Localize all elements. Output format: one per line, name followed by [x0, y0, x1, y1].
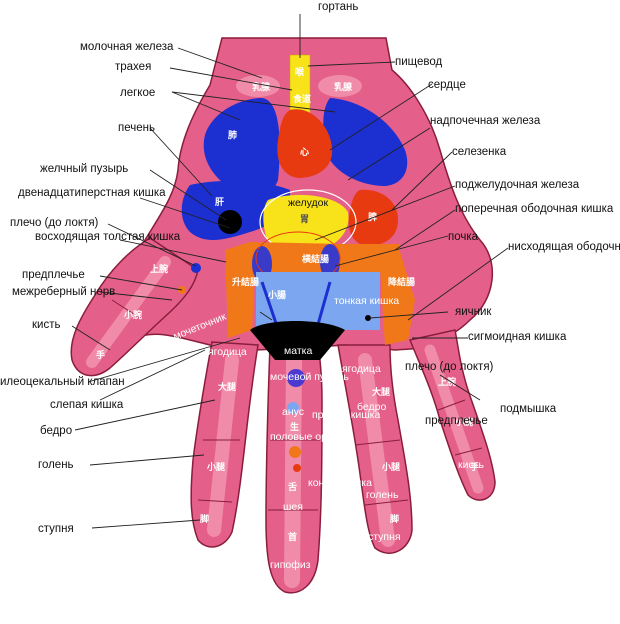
cjk-thumb-b: 小腕 — [123, 309, 142, 321]
label-foot-left: ступня — [38, 523, 74, 535]
label-buttock-left: ягодица — [208, 346, 247, 358]
label-larynx: гортань — [318, 1, 358, 13]
cjk-stomach: 胃 — [300, 214, 309, 225]
cjk-descending: 降結腸 — [388, 276, 415, 288]
cjk-heart: 心 — [300, 147, 309, 158]
label-ascending-colon: восходящая толстая кишка — [35, 231, 181, 243]
label-lung: легкое — [120, 87, 155, 99]
cjk-finger4-b: 小腿 — [381, 461, 401, 473]
label-cecum: слепая кишка — [50, 399, 124, 411]
cjk-thumb-c: 手 — [96, 349, 105, 361]
stomach-shape — [263, 194, 349, 256]
label-tongue-tip: кончик языка — [308, 477, 372, 489]
cjk-throat: 喉 — [295, 66, 305, 78]
cjk-finger3-a: 生 — [290, 421, 299, 433]
cjk-transverse: 横結腸 — [302, 253, 329, 265]
cjk-ascending: 升結腸 — [232, 276, 259, 288]
label-neck: шея — [283, 501, 303, 513]
uterus-shape — [250, 321, 345, 360]
tongue-shape — [293, 464, 301, 472]
label-duodenum: двенадцатиперстная кишка — [18, 187, 166, 199]
label-small-intestine: тонкая кишка — [334, 295, 399, 307]
label-shin-left: голень — [38, 459, 74, 471]
label-foot-right: ступня — [368, 531, 401, 543]
label-pituitary: гипофиз — [270, 559, 311, 571]
mammary-left-shape — [236, 75, 280, 97]
cjk-finger5-b: 小腕 — [454, 416, 473, 428]
label-armpit: подмышка — [500, 403, 557, 415]
label-hand-right: кисть — [458, 459, 485, 471]
middle-finger-stripe — [284, 352, 302, 588]
cjk-finger1-b: 小腿 — [206, 461, 226, 473]
lung-left-shape — [203, 98, 280, 196]
label-genitals: половые органы — [270, 431, 350, 443]
label-rectum: прямая кишка — [312, 409, 380, 421]
label-anus: анус — [282, 406, 304, 418]
label-thigh-right: бедро — [357, 401, 386, 413]
label-shoulder-left: плечо (до локтя) — [10, 217, 99, 229]
lung-right-shape — [323, 98, 408, 186]
mammary-right-shape — [318, 75, 362, 97]
cjk-lung: 肺 — [228, 129, 237, 141]
label-transverse-colon: поперечная ободочная кишка — [455, 203, 614, 215]
cjk-finger5-c: 手 — [470, 461, 479, 473]
heart-shape — [277, 109, 333, 178]
label-liver: печень — [118, 122, 155, 134]
label-pancreas: поджелудочная железа — [455, 179, 580, 191]
label-wrist: кисть — [32, 319, 60, 331]
label-intercostal: межреберный нерв — [12, 286, 115, 298]
cjk-mammary-left: 乳腺 — [252, 81, 271, 93]
cjk-finger1-a: 大腿 — [218, 381, 237, 393]
labels: гортань молочная железа пищевод трахея с… — [0, 1, 620, 571]
label-gallbladder: желчный пузырь — [40, 163, 128, 175]
label-sigmoid: сигмоидная кишка — [468, 331, 567, 343]
cjk-finger4-a: 大腿 — [372, 386, 391, 398]
label-thigh-left: бедро — [40, 425, 72, 437]
knuckle-marks — [111, 299, 483, 511]
index-finger-stripe — [207, 353, 239, 537]
label-descending-colon: нисходящая ободочная кишка — [508, 241, 620, 253]
label-bladder: мочевой пузырь — [270, 371, 349, 383]
ring-finger-stripe — [358, 353, 395, 547]
label-trachea: трахея — [115, 61, 151, 73]
cjk-spleen: 脾 — [367, 211, 377, 223]
cjk-finger3-c: 首 — [288, 531, 297, 543]
label-shin-right: голень — [366, 489, 399, 501]
ovary-marker — [365, 315, 371, 321]
label-shoulder-right: плечо (до локтя) — [405, 361, 494, 373]
cjk-marks: 乳腺 乳腺 喉 食道 肺 心 肝 脾 胃 横結腸 升結腸 降結腸 小腸 上腕 小… — [96, 66, 479, 543]
label-esophagus: пищевод — [395, 56, 443, 68]
label-forearm: предплечье — [22, 269, 85, 281]
label-kidney: почка — [448, 231, 479, 243]
label-spleen: селезенка — [452, 146, 507, 158]
cjk-finger4-c: 脚 — [390, 513, 399, 525]
cjk-liver: 肝 — [215, 197, 224, 208]
cjk-finger1-c: 脚 — [200, 513, 209, 525]
label-stomach: желудок — [288, 197, 329, 209]
label-adrenal: надпочечная железа — [430, 115, 541, 127]
cjk-mammary-right: 乳腺 — [334, 81, 353, 93]
cjk-thumb-a: 上腕 — [150, 263, 168, 275]
label-ovary: яичник — [455, 306, 492, 318]
label-ileocecal: илеоцекальный клапан — [0, 376, 125, 388]
label-heart: сердце — [428, 79, 466, 91]
genitals-shape — [289, 446, 301, 458]
leader-lines — [71, 14, 509, 529]
label-buttock-right: ягодица — [342, 363, 381, 375]
label-forearm-right: предплечье — [425, 415, 488, 427]
cjk-finger5-a: 上腕 — [438, 376, 456, 388]
cjk-gullet: 食道 — [292, 93, 311, 105]
liver-shape — [181, 180, 291, 240]
shoulder-marker — [191, 263, 201, 273]
cjk-small-int: 小腸 — [267, 289, 286, 301]
label-mammary: молочная железа — [80, 41, 174, 53]
bladder-shape — [287, 369, 305, 387]
little-finger-stripe — [424, 344, 484, 494]
gallbladder-shape — [218, 210, 242, 234]
thumb-stripe — [86, 256, 171, 368]
anus-shape — [287, 402, 299, 414]
label-uterus: матка — [284, 345, 312, 357]
cjk-finger3-b: 舌 — [288, 481, 297, 493]
